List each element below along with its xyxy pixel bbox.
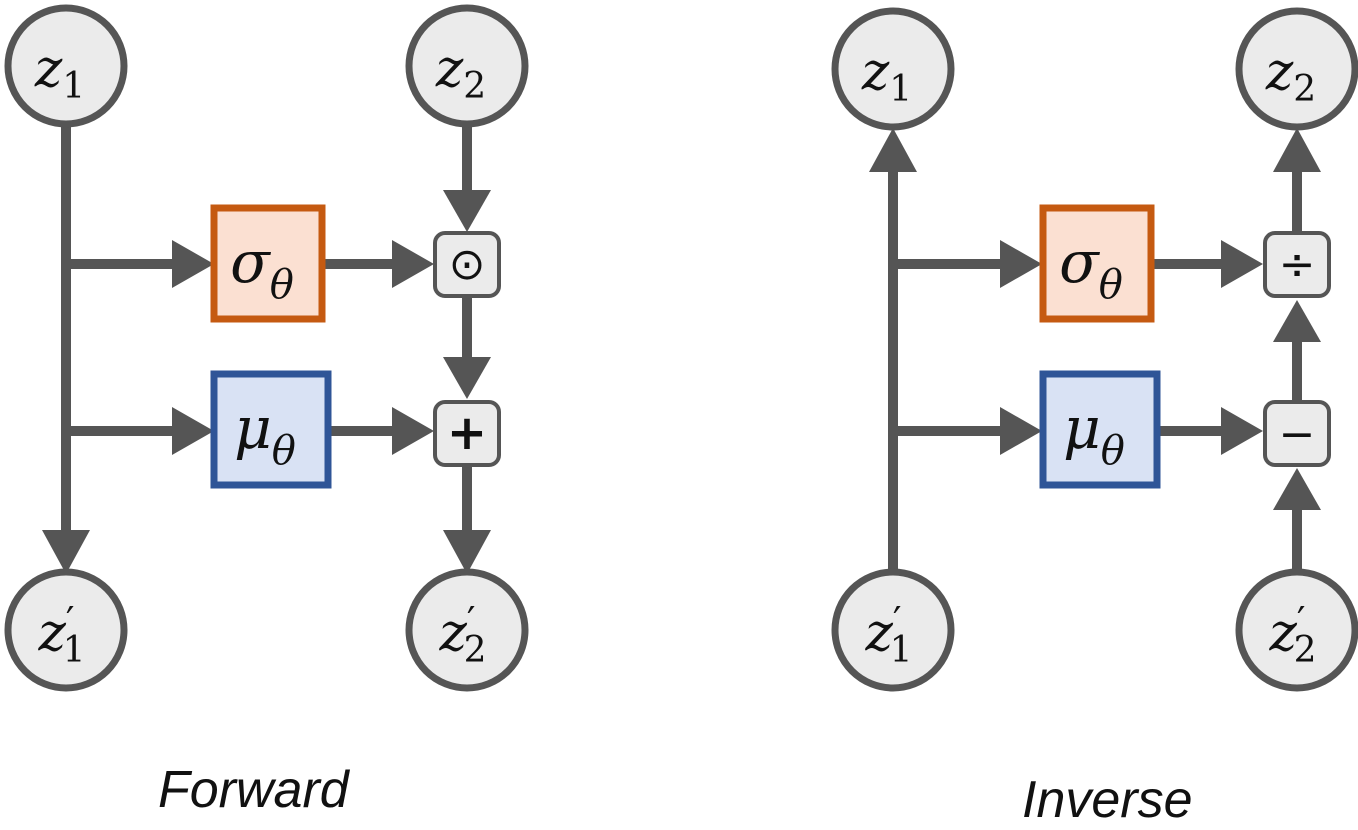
inverse-arrow-z2p-head <box>1273 468 1321 510</box>
forward-node-z2-prime: z′2 <box>405 568 529 692</box>
inverse-op-subtract: − <box>1263 400 1331 467</box>
forward-panel: z1 z2 z′1 z′2 σθ μθ ⊙ + <box>4 4 529 692</box>
inverse-arrow-opop-head <box>1273 300 1321 342</box>
svg-text:z′1: z′1 <box>865 599 913 671</box>
svg-text:z2: z2 <box>1265 42 1316 110</box>
svg-text:z2: z2 <box>435 39 486 107</box>
forward-arrow-op-top-head <box>392 240 434 288</box>
inverse-caption: Inverse <box>1022 771 1193 829</box>
inverse-node-z2-prime: z′2 <box>1235 568 1358 692</box>
inverse-arrow-sigma-head <box>1000 240 1042 288</box>
forward-op-multiply: ⊙ <box>433 231 501 298</box>
svg-text:z1: z1 <box>34 39 85 107</box>
svg-text:μθ: μθ <box>234 394 296 474</box>
inverse-arrow-mu-head <box>1000 407 1042 455</box>
forward-arrow-trunk-head <box>42 530 90 574</box>
forward-arrow-z2p-head <box>443 530 491 574</box>
svg-text:+: + <box>447 405 487 461</box>
svg-text:μθ: μθ <box>1063 394 1125 474</box>
svg-text:−: − <box>1279 409 1316 460</box>
inverse-edges <box>869 128 1321 572</box>
inverse-arrow-op-bottom-head <box>1221 407 1263 455</box>
forward-node-z2: z2 <box>405 4 529 128</box>
forward-sigma-box: σθ <box>210 204 326 323</box>
inverse-mu-box: μθ <box>1039 370 1161 489</box>
inverse-node-z2: z2 <box>1235 7 1358 131</box>
svg-text:z′2: z′2 <box>1269 599 1317 671</box>
inverse-panel: z1 z2 z′1 z′2 σθ μθ ÷ − <box>831 7 1358 692</box>
inverse-arrow-trunk-head <box>869 128 917 172</box>
inverse-node-z1: z1 <box>831 7 955 131</box>
forward-mu-box: μθ <box>210 370 332 489</box>
forward-arrow-opop-head <box>443 357 491 399</box>
forward-node-z1: z1 <box>4 4 128 128</box>
inverse-node-z1-prime: z′1 <box>831 568 955 692</box>
forward-arrow-op-bottom-head <box>392 407 434 455</box>
forward-op-add: + <box>433 400 501 467</box>
forward-caption: Forward <box>158 761 349 819</box>
inverse-op-divide: ÷ <box>1263 231 1331 298</box>
inverse-sigma-box: σθ <box>1039 204 1155 323</box>
svg-text:z1: z1 <box>861 42 912 110</box>
svg-text:σθ: σθ <box>230 228 294 308</box>
forward-edges <box>42 126 491 574</box>
inverse-arrow-op-top-head <box>1221 240 1263 288</box>
inverse-arrow-z2-head <box>1273 128 1321 172</box>
svg-text:z′1: z′1 <box>38 599 86 671</box>
forward-node-z1-prime: z′1 <box>4 568 128 692</box>
forward-arrow-mu-head <box>172 407 214 455</box>
svg-text:÷: ÷ <box>1279 239 1316 290</box>
svg-text:z′2: z′2 <box>439 599 487 671</box>
forward-arrow-sigma-head <box>172 240 214 288</box>
svg-text:⊙: ⊙ <box>449 239 486 290</box>
svg-text:σθ: σθ <box>1059 228 1123 308</box>
forward-arrow-z2-head <box>443 190 491 232</box>
